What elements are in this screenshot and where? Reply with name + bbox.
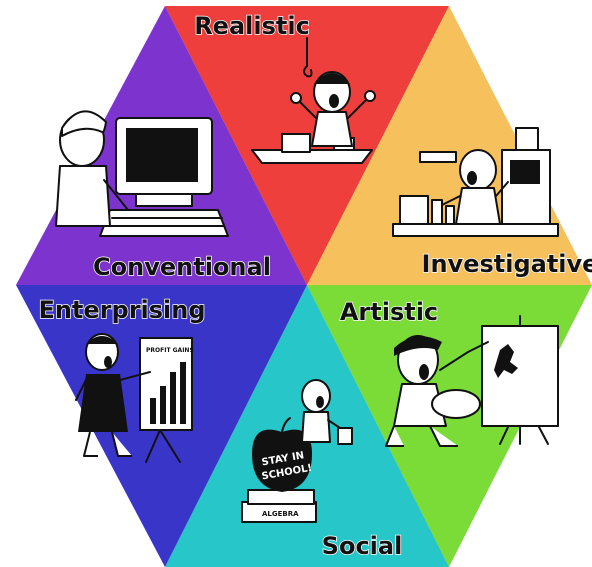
label-artistic: Artistic <box>340 298 438 326</box>
label-investigative: Investigative <box>422 250 592 278</box>
realistic-worker-illustration <box>251 37 376 164</box>
artistic-painter-illustration <box>385 315 559 447</box>
book-spine-text: ALGEBRA <box>262 510 299 518</box>
label-realistic: Realistic <box>194 12 310 40</box>
chart-sign-text: PROFIT GAINS <box>146 347 194 354</box>
investigative-scientist-illustration <box>392 127 559 237</box>
conventional-computer-illustration <box>55 110 229 237</box>
label-conventional: Conventional <box>93 253 271 281</box>
social-apple-illustration: ALGEBRA STAY IN SCHOOL! <box>241 379 353 523</box>
label-social: Social <box>322 532 403 560</box>
enterprising-presenter-illustration: PROFIT GAINS <box>75 333 194 463</box>
label-enterprising: Enterprising <box>38 296 205 324</box>
